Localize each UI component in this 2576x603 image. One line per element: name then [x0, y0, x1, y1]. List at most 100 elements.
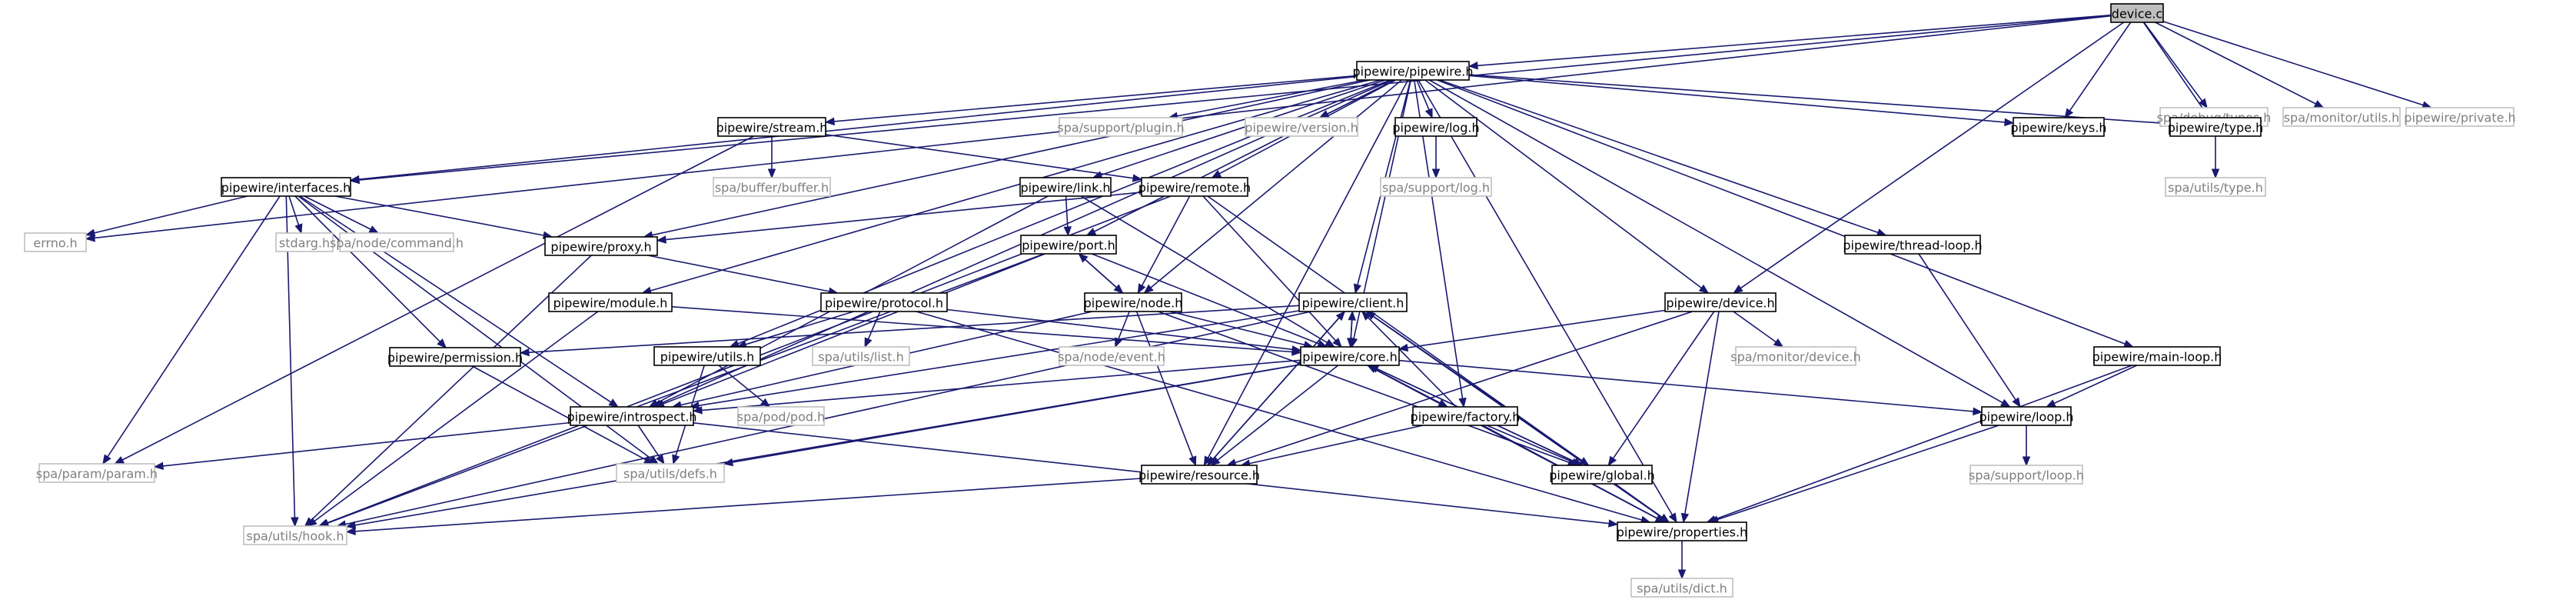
node-box [1981, 406, 2072, 426]
node-utils_h[interactable]: pipewire/utils.h [653, 346, 761, 366]
node-label: pipewire/type.h [2168, 121, 2264, 135]
edge-device_h-to-resource_h [1226, 311, 1693, 467]
edge-protocol_h-to-core_h [946, 308, 1302, 354]
node-label: pipewire/log.h [1392, 121, 1479, 135]
node-properties_h[interactable]: pipewire/properties.h [1617, 521, 1747, 541]
edge-introspect_h-to-defs_h [637, 425, 665, 465]
edge-remote_h-to-node_h [1137, 195, 1191, 295]
node-label: pipewire/module.h [553, 296, 668, 311]
node-label: pipewire/remote.h [1138, 181, 1251, 195]
node-box [1020, 235, 1117, 255]
node-label: spa/buffer/buffer.h [715, 181, 829, 195]
node-remote_h[interactable]: pipewire/remote.h [1138, 177, 1251, 197]
node-box [717, 117, 826, 137]
edge-device_h-to-properties_h [1680, 311, 1720, 524]
node-box [1356, 61, 1470, 81]
node-permission_h[interactable]: pipewire/permission.h [387, 347, 523, 367]
node-utils_list: spa/utils/list.h [812, 346, 910, 366]
node-label: pipewire/loop.h [1979, 410, 2074, 425]
node-keys_h[interactable]: pipewire/keys.h [2010, 117, 2107, 137]
edge-interfaces_h-to-stdarg_h [288, 195, 303, 235]
node-node_h[interactable]: pipewire/node.h [1084, 292, 1183, 312]
node-device_c[interactable]: device.c [2110, 3, 2164, 23]
node-label: pipewire/private.h [2404, 111, 2515, 125]
node-version_h: pipewire/version.h [1245, 117, 1358, 137]
edge-core_h-to-client_h [1348, 310, 1356, 348]
node-device_h[interactable]: pipewire/device.h [1664, 292, 1777, 312]
node-box [1141, 465, 1258, 485]
node-box [1394, 117, 1477, 137]
node-label: spa/pod/pod.h [737, 410, 826, 425]
node-box [1059, 117, 1183, 137]
node-label: pipewire/proxy.h [550, 240, 651, 255]
edge-core_h-to-introspect_h [692, 359, 1301, 415]
node-loop_h[interactable]: pipewire/loop.h [1979, 406, 2074, 426]
node-introspect_h[interactable]: pipewire/introspect.h [567, 406, 697, 426]
node-label: pipewire/node.h [1084, 296, 1183, 311]
node-box [548, 292, 673, 312]
edge-pipewire_h-to-proxy_h [643, 79, 1371, 239]
edge-log_h-to-support_log [1431, 136, 1441, 179]
node-box [737, 406, 825, 426]
edge-device_c-to-pipewire_h [1467, 14, 2112, 70]
node-stream_h[interactable]: pipewire/stream.h [716, 117, 828, 137]
node-label: spa/support/log.h [1382, 181, 1490, 195]
edge-pipewire_h-to-interfaces_h [349, 75, 1358, 184]
node-resource_h[interactable]: pipewire/resource.h [1138, 465, 1260, 485]
node-box [653, 346, 761, 366]
node-box [1844, 235, 1981, 255]
node-log_h[interactable]: pipewire/log.h [1392, 117, 1480, 137]
edge-pipewire_h-to-main_loop_h [1437, 79, 2134, 348]
node-box [1551, 465, 1653, 485]
node-link_h[interactable]: pipewire/link.h [1019, 177, 1112, 197]
edge-device_h-to-global_h [1607, 311, 1715, 467]
node-label: pipewire/protocol.h [825, 296, 943, 311]
node-label: pipewire/properties.h [1617, 525, 1747, 540]
node-label: pipewire/version.h [1245, 121, 1358, 135]
edge-pipewire_h-to-thread_loop_h [1439, 79, 1887, 237]
node-buffer_h: spa/buffer/buffer.h [713, 177, 831, 197]
edge-properties_h-to-dict_h [1677, 541, 1687, 580]
node-box [1019, 177, 1112, 197]
edge-device_h-to-core_h [1398, 309, 1666, 352]
node-monitor_device: spa/monitor/device.h [1730, 346, 1861, 366]
edge-protocol_h-to-properties_h [916, 311, 1651, 524]
edge-main_loop_h-to-loop_h [2046, 365, 2138, 408]
node-pipewire_h[interactable]: pipewire/pipewire.h [1352, 61, 1474, 81]
node-box [221, 177, 351, 197]
node-param_h: spa/param/param.h [36, 463, 158, 483]
node-global_h[interactable]: pipewire/global.h [1549, 465, 1655, 485]
node-label: spa/node/command.h [330, 236, 464, 251]
node-type_h[interactable]: pipewire/type.h [2168, 117, 2264, 137]
node-client_h[interactable]: pipewire/client.h [1298, 292, 1408, 312]
node-box [1969, 465, 2083, 485]
node-box [616, 463, 725, 483]
node-module_h[interactable]: pipewire/module.h [548, 292, 673, 312]
node-proxy_h[interactable]: pipewire/proxy.h [544, 236, 658, 256]
node-label: pipewire/resource.h [1138, 468, 1260, 483]
node-port_h[interactable]: pipewire/port.h [1020, 235, 1117, 255]
edge-device_c-to-device_h [1733, 22, 2125, 294]
edge-link_h-to-core_h [1080, 195, 1335, 348]
node-protocol_h[interactable]: pipewire/protocol.h [820, 292, 948, 312]
edge-interfaces_h-to-param_h [102, 195, 281, 465]
node-support_plugin: spa/support/plugin.h [1057, 117, 1185, 137]
edge-device_h-to-monitor_device [1733, 311, 1784, 348]
node-box [1059, 346, 1165, 366]
edge-type_h-to-utils_type [2211, 136, 2220, 179]
node-label: pipewire/introspect.h [567, 410, 696, 425]
node-core_h[interactable]: pipewire/core.h [1300, 346, 1400, 366]
node-thread_loop_h[interactable]: pipewire/thread-loop.h [1843, 235, 1983, 255]
node-support_log: spa/support/log.h [1380, 177, 1492, 197]
node-box [1617, 521, 1747, 541]
edge-pipewire_h-to-log_h [1416, 79, 1433, 119]
node-support_loop: spa/support/loop.h [1969, 465, 2084, 485]
node-label: spa/utils/list.h [818, 350, 903, 365]
node-box [38, 463, 155, 483]
node-node_command: spa/node/command.h [330, 232, 464, 252]
node-factory_h[interactable]: pipewire/factory.h [1411, 406, 1521, 426]
node-main_loop_h[interactable]: pipewire/main-loop.h [2092, 346, 2222, 366]
node-interfaces_h[interactable]: pipewire/interfaces.h [221, 177, 351, 197]
node-label: spa/monitor/device.h [1730, 350, 1860, 365]
